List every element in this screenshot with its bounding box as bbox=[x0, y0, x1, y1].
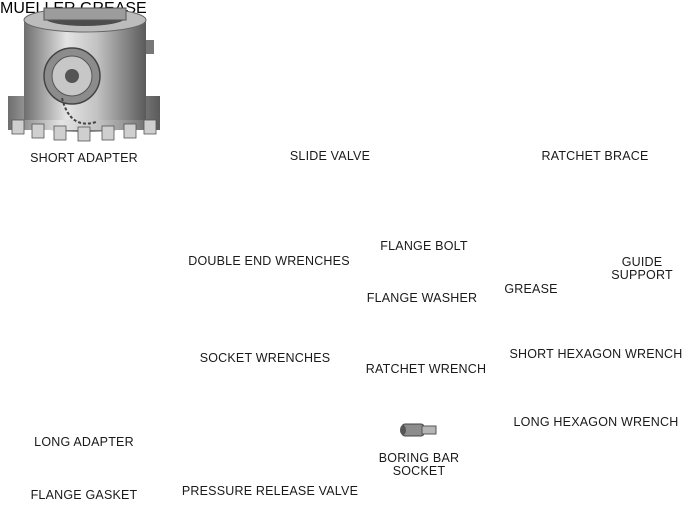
label-grease: GREASE bbox=[504, 282, 558, 296]
label-flange-washer: FLANGE WASHER bbox=[366, 291, 478, 305]
boring-bar-socket-icon bbox=[400, 423, 437, 437]
label-boring-bar-socket: BORING BAR SOCKET bbox=[378, 451, 460, 478]
label-short-hexagon-wrench: SHORT HEXAGON WRENCH bbox=[509, 347, 683, 361]
label-pressure-release-valve: PRESSURE RELEASE VALVE bbox=[181, 484, 359, 498]
label-guide-support: GUIDE SUPPORT bbox=[611, 255, 673, 282]
short-adapter-icon bbox=[8, 7, 160, 142]
label-double-end-wrenches: DOUBLE END WRENCHES bbox=[188, 254, 350, 268]
label-socket-wrenches: SOCKET WRENCHES bbox=[199, 351, 331, 365]
label-long-hexagon-wrench: LONG HEXAGON WRENCH bbox=[513, 415, 679, 429]
label-flange-gasket: FLANGE GASKET bbox=[30, 488, 138, 502]
label-short-adapter: SHORT ADAPTER bbox=[30, 151, 138, 165]
label-ratchet-brace: RATCHET BRACE bbox=[541, 149, 649, 163]
label-flange-bolt: FLANGE BOLT bbox=[380, 239, 468, 253]
label-slide-valve: SLIDE VALVE bbox=[289, 149, 371, 163]
label-long-adapter: LONG ADAPTER bbox=[34, 435, 134, 449]
label-ratchet-wrench: RATCHET WRENCH bbox=[365, 362, 487, 376]
